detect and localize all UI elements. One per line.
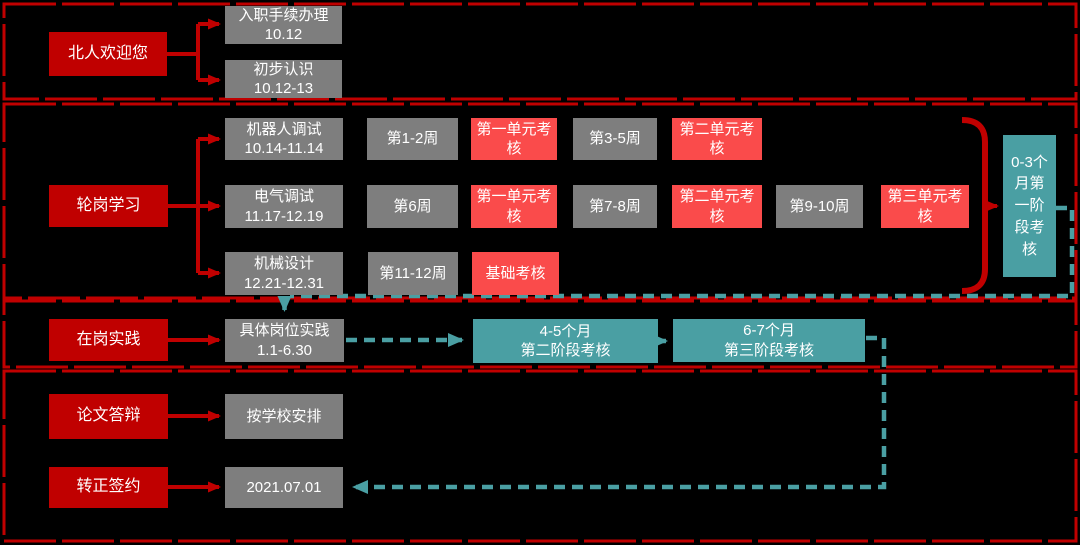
stage1-exam-box: 0-3个 月第 一阶 段考 核 xyxy=(1003,135,1056,277)
week-9-10-box: 第9-10周 xyxy=(776,185,863,228)
unit2-exam-box-row2: 第二单元考 核 xyxy=(672,185,762,228)
thesis-lead-box: 论文答辩 xyxy=(49,394,168,439)
robot-debug-box: 机器人调试 10.14-11.14 xyxy=(225,118,343,160)
sign-lead-box: 转正签约 xyxy=(49,467,168,508)
unit1-exam-box-row2: 第一单元考 核 xyxy=(471,185,557,228)
stage3-exam-box: 6-7个月 第三阶段考核 xyxy=(673,319,865,362)
week-1-2-box: 第1-2周 xyxy=(367,118,458,160)
stage3-to-sign-dashed-path xyxy=(352,335,887,494)
welcome-lead-box: 北人欢迎您 xyxy=(49,32,167,76)
intro-box: 初步认识 10.12-13 xyxy=(225,60,342,98)
rotation-branch-connector xyxy=(168,139,200,273)
unit3-exam-box: 第三单元考 核 xyxy=(881,185,969,228)
unit2-exam-box-row1: 第二单元考 核 xyxy=(672,118,762,160)
welcome-branch-connector xyxy=(166,24,200,80)
basic-exam-box: 基础考核 xyxy=(472,252,559,295)
unit1-exam-box-row1: 第一单元考 核 xyxy=(471,118,557,160)
week-11-12-box: 第11-12周 xyxy=(368,252,458,295)
sign-date-box: 2021.07.01 xyxy=(225,467,343,508)
rotation-lead-box: 轮岗学习 xyxy=(49,185,168,227)
stage1-to-practice-dashed-path xyxy=(290,205,1075,299)
section-frame-final xyxy=(2,369,1078,543)
practice-lead-box: 在岗实践 xyxy=(49,319,168,361)
week-7-8-box: 第7-8周 xyxy=(573,185,657,228)
stage2-exam-box: 4-5个月 第二阶段考核 xyxy=(473,319,658,363)
section-frame-welcome xyxy=(2,2,1078,101)
section-frame-practice xyxy=(2,299,1078,369)
mechanical-design-box: 机械设计 12.21-12.31 xyxy=(225,252,343,295)
thesis-plan-box: 按学校安排 xyxy=(225,394,343,439)
electric-debug-box: 电气调试 11.17-12.19 xyxy=(225,185,343,228)
stage1-bracket xyxy=(961,117,988,294)
week-3-5-box: 第3-5周 xyxy=(573,118,657,160)
practice-main-box: 具体岗位实践 1.1-6.30 xyxy=(225,319,344,362)
week-6-box: 第6周 xyxy=(367,185,458,228)
onboarding-box: 入职手续办理 10.12 xyxy=(225,6,342,44)
